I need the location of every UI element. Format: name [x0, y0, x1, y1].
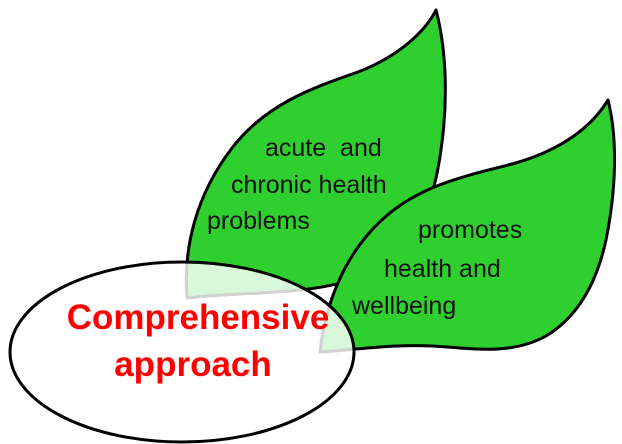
center-label-line-2: approach — [114, 345, 272, 384]
leaf-left-line-1: acute and — [265, 134, 382, 162]
center-label-line-1: Comprehensive — [67, 298, 330, 337]
leaf-right-line-2: health and — [384, 255, 501, 283]
leaf-left-line-2: chronic health — [231, 171, 387, 199]
leaf-promotes-health — [318, 98, 617, 354]
leaf-right-line-1: promotes — [418, 216, 522, 244]
leaf-left-line-3: problems — [207, 207, 310, 235]
leaf-right-line-3: wellbeing — [351, 292, 456, 320]
comprehensive-approach-ellipse — [8, 260, 356, 444]
